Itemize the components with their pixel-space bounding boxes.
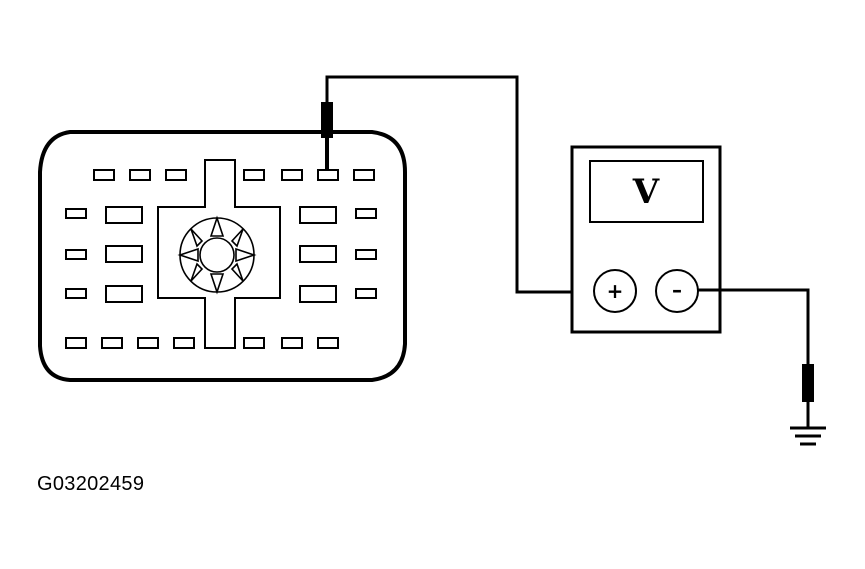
center-terminal-pins bbox=[177, 215, 257, 295]
pin-large bbox=[299, 245, 337, 263]
pin bbox=[129, 169, 151, 181]
pin bbox=[355, 208, 377, 219]
pin-probed bbox=[317, 169, 339, 181]
pin-large bbox=[105, 206, 143, 224]
pin bbox=[173, 337, 195, 349]
figure-id: G03202459 bbox=[37, 473, 145, 495]
ground-icon bbox=[790, 426, 826, 446]
pin bbox=[281, 169, 303, 181]
pin bbox=[355, 249, 377, 260]
connector-outline bbox=[38, 130, 407, 382]
voltmeter-display bbox=[589, 160, 704, 223]
pin bbox=[65, 249, 87, 260]
negative-probe bbox=[802, 364, 814, 402]
negative-lead bbox=[698, 288, 814, 427]
pin bbox=[243, 337, 265, 349]
pin-column-left bbox=[65, 206, 143, 303]
pin bbox=[93, 169, 115, 181]
connector-face bbox=[38, 130, 407, 382]
pin bbox=[165, 169, 187, 181]
positive-probe-tip bbox=[325, 136, 329, 170]
pin bbox=[243, 169, 265, 181]
voltmeter: V + – bbox=[570, 145, 722, 334]
negative-sign: – bbox=[672, 278, 682, 302]
positive-probe bbox=[321, 102, 333, 138]
center-terminal bbox=[177, 215, 257, 295]
positive-lead bbox=[321, 75, 596, 294]
pin bbox=[65, 288, 87, 299]
positive-sign: + bbox=[607, 279, 624, 303]
pin bbox=[65, 337, 87, 349]
pin bbox=[137, 337, 159, 349]
pin bbox=[101, 337, 123, 349]
voltmeter-label: V bbox=[632, 172, 660, 212]
pin bbox=[353, 169, 375, 181]
positive-terminal bbox=[593, 269, 637, 313]
pin bbox=[281, 337, 303, 349]
pin-large bbox=[105, 245, 143, 263]
pin bbox=[317, 337, 339, 349]
pin-large bbox=[105, 285, 143, 303]
pin-large bbox=[299, 285, 337, 303]
center-housing bbox=[157, 159, 281, 349]
pin-large bbox=[299, 206, 337, 224]
pin-column-right bbox=[299, 206, 377, 303]
pin-row-bottom bbox=[65, 337, 339, 349]
pin bbox=[65, 208, 87, 219]
pin bbox=[355, 288, 377, 299]
